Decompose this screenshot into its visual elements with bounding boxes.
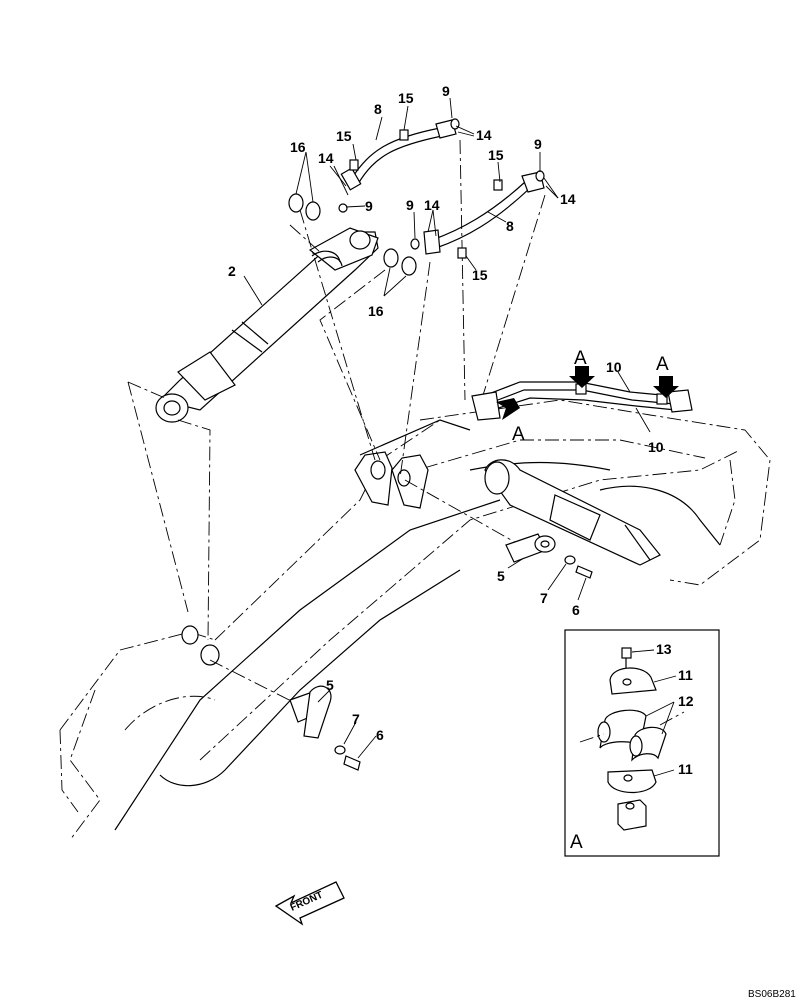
pin-upper: [505, 533, 593, 579]
boom-cylinder: [155, 227, 379, 423]
callout-16: 16: [368, 303, 384, 319]
callout-6: 6: [376, 727, 384, 743]
callout-10: 10: [606, 359, 622, 375]
callout-15: 15: [398, 90, 414, 106]
view-marker-a: A: [512, 424, 525, 445]
callout-14: 14: [560, 191, 576, 207]
boom-outline: [59, 399, 771, 841]
drawing-code: BS06B281: [748, 989, 796, 1000]
callout-13: 13: [656, 641, 672, 657]
callout-15: 15: [472, 267, 488, 283]
callout-11: 11: [678, 761, 693, 777]
view-marker-a: A: [656, 354, 669, 375]
front-arrow: FRONT: [274, 881, 345, 926]
callout-14: 14: [476, 127, 492, 143]
callout-12: 12: [678, 693, 694, 709]
assembly-lines: [127, 139, 546, 709]
callout-5: 5: [326, 677, 334, 693]
callout-15: 15: [488, 147, 504, 163]
view-marker-a: A: [574, 348, 587, 369]
callout-9: 9: [442, 83, 450, 99]
detail-a-label: A: [570, 832, 583, 853]
washer-group: [288, 193, 417, 276]
callout-7: 7: [540, 590, 548, 606]
callout-9: 9: [365, 198, 373, 214]
view-arrow-down-right: [653, 376, 679, 398]
callout-6: 6: [572, 602, 580, 618]
callout-16: 16: [290, 139, 306, 155]
hose-upper: [338, 118, 460, 213]
boom-bracket: [181, 419, 471, 666]
callout-14: 14: [318, 150, 334, 166]
callout-5: 5: [497, 568, 505, 584]
view-markers: A A A A: [512, 348, 669, 853]
callout-15: 15: [336, 128, 352, 144]
callout-11: 11: [678, 667, 693, 683]
callout-7: 7: [352, 711, 360, 727]
pipe-lines: [471, 381, 693, 421]
callout-10: 10: [648, 439, 664, 455]
leader-lines: [243, 97, 651, 759]
callout-9: 9: [406, 197, 414, 213]
view-arrows: [496, 366, 679, 420]
callout-labels: 2 8 15 9 14 15 16 14 9 9 14 15 9 14 8 15…: [228, 83, 694, 777]
arm-cylinder: [484, 459, 661, 566]
view-arrow-diagonal: [496, 398, 520, 420]
hose-lower: [410, 170, 545, 259]
detail-a-box: [564, 629, 720, 857]
pin-lower: [289, 685, 361, 771]
callout-14: 14: [424, 197, 440, 213]
callout-8: 8: [374, 101, 382, 117]
callout-2: 2: [228, 263, 236, 279]
callout-9: 9: [534, 136, 542, 152]
callout-8: 8: [506, 218, 514, 234]
view-arrow-down-left: [569, 366, 595, 388]
